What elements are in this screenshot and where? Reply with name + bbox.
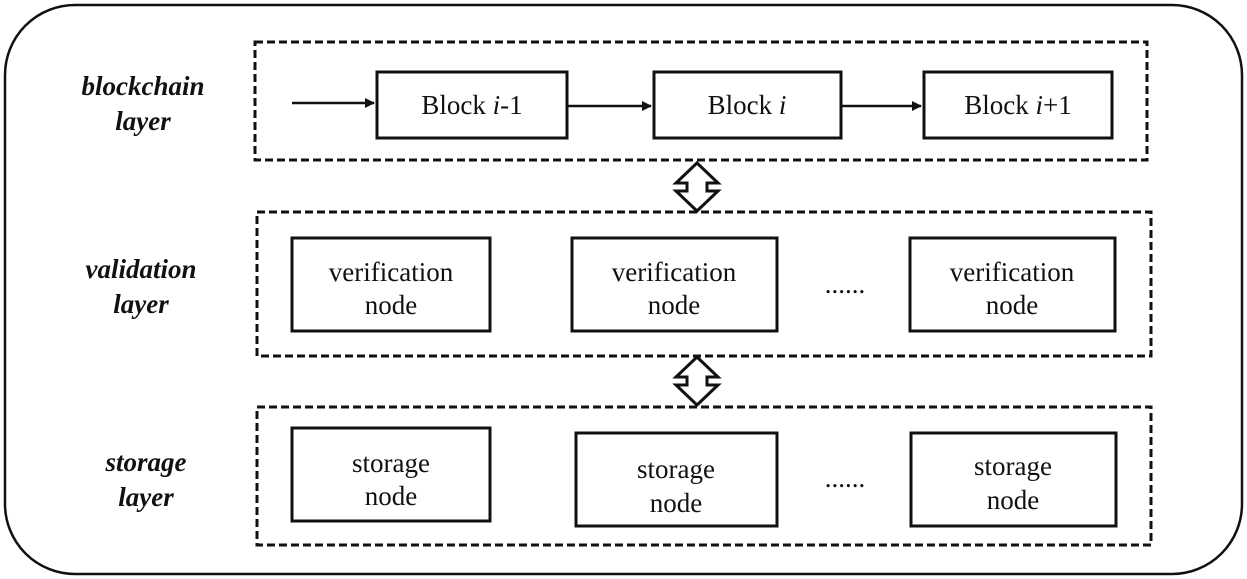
blockchain-layer-label-line2: layer [115,106,171,136]
block-next-label: Block i+1 [964,90,1072,120]
verification-node-1-line1: verification [329,257,454,287]
double-arrow-blockchain-validation [672,160,722,214]
storage-node-1 [290,426,492,523]
verification-node-3-line1: verification [950,257,1075,287]
validation-layer-label-line2: layer [113,289,169,319]
storage-node-3 [909,431,1118,528]
storage-node-1-line1: storage [352,448,430,478]
storage-layer-label-line2: layer [118,482,174,512]
storage-node-3-line1: storage [974,451,1052,481]
block-prev [375,70,569,140]
blockchain-layer-box [253,40,1149,162]
storage-node-1-line2: node [365,481,418,511]
verification-node-1-line2: node [365,290,418,320]
storage-node-2 [574,431,779,528]
outer-frame [3,3,1244,576]
verification-node-2-line1: verification [612,257,737,287]
storage-node-2-line1: storage [637,454,715,484]
verification-node-3 [908,236,1117,333]
storage-layer-label-line1: storage [105,447,187,477]
blockchain-layer-label-line1: blockchain [81,71,204,101]
verification-node-2 [570,236,779,333]
verification-node-1 [290,236,492,333]
verification-node-2-line2: node [648,290,701,320]
validation-ellipsis: ...... [825,269,866,299]
storage-node-2-line2: node [650,488,703,518]
validation-layer-box [255,210,1153,358]
storage-ellipsis: ...... [825,463,866,493]
verification-node-3-line2: node [986,290,1039,320]
storage-node-3-line2: node [987,485,1040,515]
double-arrow-validation-storage [672,354,722,408]
block-current-label: Block i [708,90,787,120]
validation-layer-label-line1: validation [85,254,196,284]
block-prev-label: Block i-1 [421,90,522,120]
storage-layer-box [255,405,1153,547]
block-next [922,70,1114,140]
